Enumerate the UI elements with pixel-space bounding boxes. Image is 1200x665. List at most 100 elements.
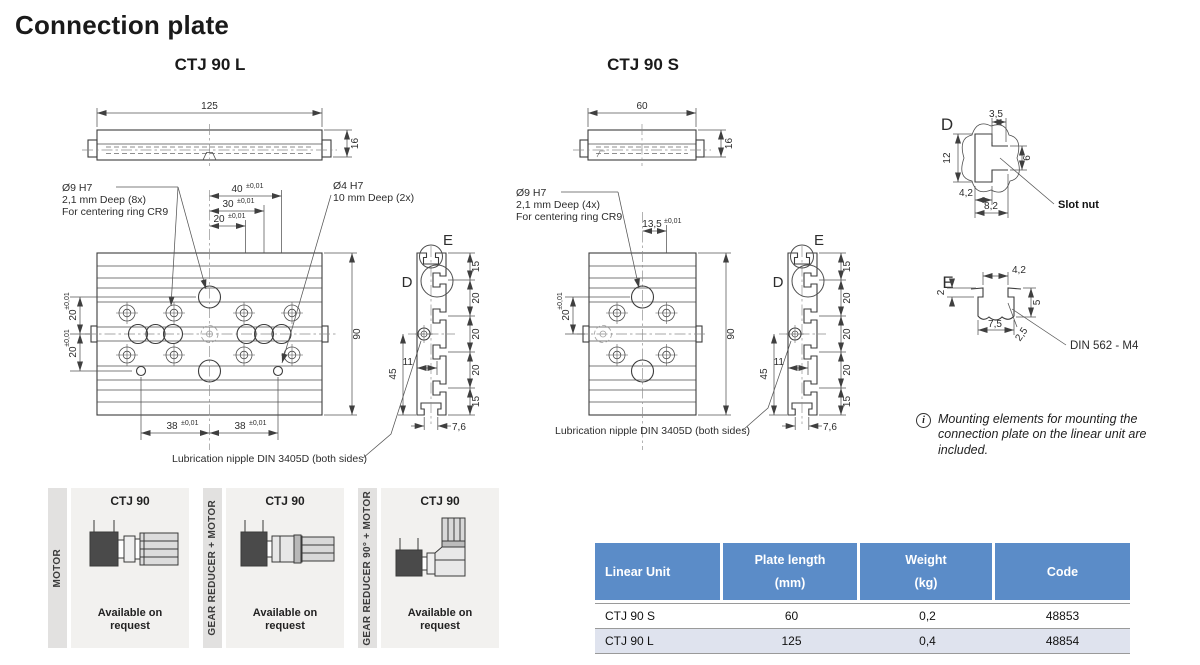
dim-20: 20 [213,214,225,225]
dim-plate-thickness-s: 16 [724,138,735,150]
cell-code: 48854 [1045,634,1080,648]
col-label: Weight [905,552,947,567]
detail-e-dim-7-5: 7,5 [988,319,1002,330]
slot-nut-callout: Slot nut [1058,199,1099,211]
detail-e: E 4,2 2 5 7,5 2,5 DIN 562 - M4 [936,265,1139,352]
detail-d-dim-8-2: 8,2 [984,201,998,212]
spec-table: Linear Unit Plate length (mm) Weight (kg… [595,543,1130,654]
option-card-gear-reducer-90: CTJ 90 Available on request [381,488,499,648]
cell-weight: 0,2 [919,609,936,623]
col-label: Code [1046,564,1079,579]
dim-plate-length-s: 60 [636,101,648,112]
section-title-ctj90s: CTJ 90 S [607,55,679,74]
dim-v20-bot: 20 [68,346,79,358]
dim-30-tol: ±0,01 [237,198,255,205]
cell-code: 48853 [1045,609,1080,623]
side-dim-20-3: 20 [471,364,482,376]
col-code: Code [995,543,1130,600]
detail-d-label: D [941,115,953,134]
dim-13-5-tol: ±0,01 [664,218,682,225]
option-strip-motor: MOTOR [48,488,67,648]
table-row: CTJ 90 L 125 0,4 48854 [595,629,1130,654]
detail-d-dim-6: 6 [1022,155,1033,161]
dim-v20-top: 20 [68,309,79,321]
dim-20-tol: ±0,01 [228,213,246,220]
dim-30: 30 [222,199,234,210]
gear-reducer-motor-illustration [240,520,335,567]
section-title-ctj90l: CTJ 90 L [174,55,246,74]
annotation-hole4-l-1: Ø4 H7 [333,180,364,192]
availability-text: Available on request [252,606,318,633]
annotation-hole9-s-3: For centering ring CR9 [516,211,622,223]
info-icon: i [916,413,931,428]
annotation-hole9-s-2: 2,1 mm Deep (4x) [516,199,600,211]
detail-e-label: E [942,273,953,292]
col-plate-length: Plate length (mm) [723,543,860,600]
side-dim-15-bot: 15 [471,396,482,408]
side-dim-11: 11 [403,357,414,368]
side-dim-45: 45 [388,368,399,380]
annotation-hole9-s-1: Ø9 H7 [516,187,547,199]
col-linear-unit: Linear Unit [595,543,723,600]
detail-d-dim-4-2: 4,2 [959,188,973,199]
page-title: Connection plate [15,10,230,40]
dim-plate-thickness-l: 16 [350,138,361,150]
table-row: CTJ 90 S 60 0,2 48853 [595,603,1130,629]
side-dim-20-2: 20 [471,328,482,340]
option-card-title: CTJ 90 [420,494,460,508]
cell-unit: CTJ 90 L [605,634,654,648]
option-card-gear-reducer: CTJ 90 Available on request [226,488,344,648]
motor-illustration [89,520,179,567]
option-strip-label: GEAR REDUCER 90° + MOTOR [362,490,373,646]
detail-e-dim-4-2: 4,2 [1012,265,1026,276]
ctj90s-top-view: 60 16 [573,101,735,166]
dim-90-s: 90 [726,328,737,340]
ctj90l-front-view: Ø9 H7 2,1 mm Deep (8x) For centering rin… [62,180,422,465]
annotation-hole9-l-2: 2,1 mm Deep (8x) [62,194,146,206]
detail-e-dim-5: 5 [1032,299,1043,305]
mounting-note: i Mounting elements for mounting the con… [916,412,1184,458]
detail-e-dim-2: 2 [936,289,947,295]
option-strip-gear-reducer: GEAR REDUCER + MOTOR [203,488,222,648]
detail-ref-e: E [443,232,453,249]
availability-text: Available on request [407,606,473,633]
col-unit: (mm) [774,576,806,591]
detail-d-dim-3-5: 3,5 [989,109,1003,120]
dim-40-tol: ±0,01 [246,183,264,190]
col-weight: Weight (kg) [860,543,995,600]
dim-plate-length-l: 125 [201,101,218,112]
dim-v20-s-tol: ±0,01 [557,292,564,310]
dim-90-l: 90 [352,328,363,340]
gear-reducer-90-motor-illustration [395,517,466,577]
cell-unit: CTJ 90 S [605,609,656,623]
dim-v20-bot-tol: ±0,01 [64,329,71,347]
cell-length: 60 [784,609,799,623]
annotation-hole9-l-1: Ø9 H7 [62,182,93,194]
annotation-hole9-l-3: For centering ring CR9 [62,206,168,218]
side-dim-15-top: 15 [471,261,482,273]
detail-e-dim-2-5: 2,5 [1013,325,1030,343]
annotation-hole4-l-2: 10 mm Deep (2x) [333,192,414,204]
ctj90s-side-view [759,232,853,433]
detail-d-dim-12: 12 [942,152,953,164]
col-label: Plate length [754,552,826,567]
dim-38-left: 38 [166,421,178,432]
dim-38-right-tol: ±0,01 [249,420,267,427]
din-562-callout: DIN 562 - M4 [1070,340,1139,352]
dim-38-right: 38 [234,421,246,432]
lubrication-label-l: Lubrication nipple DIN 3405D (both sides… [172,453,367,465]
dim-v20-s: 20 [561,309,572,321]
detail-ref-d: D [402,274,413,291]
option-card-title: CTJ 90 [265,494,305,508]
option-gear-reducer-90-motor: GEAR REDUCER 90° + MOTOR CTJ 90 Ava [358,488,499,648]
technical-drawing-canvas: 125 16 60 16 [62,101,1139,465]
note-text: Mounting elements for mounting the conne… [938,412,1147,457]
availability-text: Available on request [97,606,163,633]
dim-38-left-tol: ±0,01 [181,420,199,427]
option-strip-gear-reducer-90: GEAR REDUCER 90° + MOTOR [358,488,377,648]
col-label: Linear Unit [605,564,671,579]
ctj90l-top-view: 125 16 [82,101,361,166]
spec-table-body: CTJ 90 S 60 0,2 48853 CTJ 90 L 125 0,4 4… [595,603,1130,654]
option-motor: MOTOR CTJ 90 Available on request [48,488,189,648]
